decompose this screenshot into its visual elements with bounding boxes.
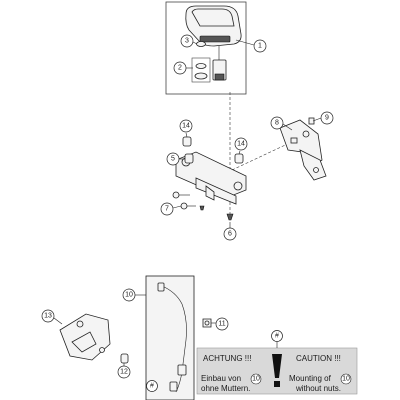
callout-circle [270,116,284,130]
callout-number: 5 [171,156,175,163]
hose-tag: # [146,380,158,392]
callout-7: 7 [160,202,174,216]
callout-number: 12 [120,369,128,376]
callout-3: 3 [180,34,194,48]
small-parts-inset-frame [191,57,211,83]
callout-circle [166,152,180,166]
callout-6: 6 [223,227,237,241]
warning-box: # ACHTUNG !!! CAUTION !!! Einbau von 10 … [196,330,358,395]
callout-circle [180,34,194,48]
grommet-part [194,72,208,80]
warning-right-ref: 10 [342,376,350,383]
callout-number: 8 [275,120,279,127]
instrument-inset-frame [165,1,247,95]
callout-13: 13 [41,309,55,323]
callout-circle [41,309,55,323]
warning-right-line-b: without nuts. [295,384,341,393]
callout-circle [117,365,131,379]
callout-circle [234,137,248,151]
callout-2: 2 [173,61,187,75]
warning-exclamation-icon [272,354,282,378]
warning-left-line-b: ohne Muttern. [201,384,250,393]
instrument-inset-group [165,1,247,95]
screw-part-7b [172,191,190,199]
callout-number: 14 [237,141,245,148]
callout-1: 1 [253,39,267,53]
rubber-damper-right [234,153,244,164]
sensor-holder-bracket [279,117,327,181]
callout-circle [215,317,229,331]
callout-10: 10 [122,288,136,302]
rubber-damper-left [182,136,192,147]
callout-number: 7 [165,206,169,213]
callout-circle [173,61,187,75]
callout-number: 2 [178,65,182,72]
callout-leaders [53,39,322,366]
warning-left-line-a: Einbau von [201,374,241,383]
lower-bracket-part [59,313,111,361]
warning-right-line-a: Mounting of [289,374,332,383]
callout-14: 14 [234,137,248,151]
callout-number: 1 [258,43,262,50]
callout-number: 13 [44,313,52,320]
callout-circle [223,227,237,241]
callout-number: 9 [325,115,329,122]
callout-circle [179,119,193,133]
callout-number: 14 [182,123,190,130]
callout-circle [122,288,136,302]
screw-part-9 [308,117,315,125]
bushing-part-12 [120,353,129,364]
warning-left-title: ACHTUNG !!! [203,354,251,363]
callout-circle [160,202,174,216]
screw-part-7 [180,202,196,210]
callout-8: 8 [270,116,284,130]
warning-left-ref: 10 [252,376,260,383]
hose-tag-text: # [150,383,154,390]
callout-number: 6 [228,231,232,238]
instrument-cluster [185,5,242,47]
fastener-part-6 [199,205,234,221]
rubber-ring-part [196,41,206,47]
callout-number: 11 [218,321,225,328]
callout-circle [320,111,334,125]
callout-number: 3 [185,38,189,45]
warning-hash-label: # [275,333,279,340]
callout-12: 12 [117,365,131,379]
callout-circle [253,39,267,53]
callout-5: 5 [166,152,180,166]
assembly-axis-line-2 [231,139,297,171]
warning-right-title: CAUTION !!! [296,354,341,363]
callout-number: 10 [125,292,133,299]
bushing-part [184,153,194,164]
callout-11: 11 [215,317,229,331]
washer-part [195,63,207,69]
callout-9: 9 [320,111,334,125]
wiring-connector [212,46,227,81]
callout-14: 14 [179,119,193,133]
cable-clip-part [202,318,212,328]
speedometer-cable [145,275,195,400]
